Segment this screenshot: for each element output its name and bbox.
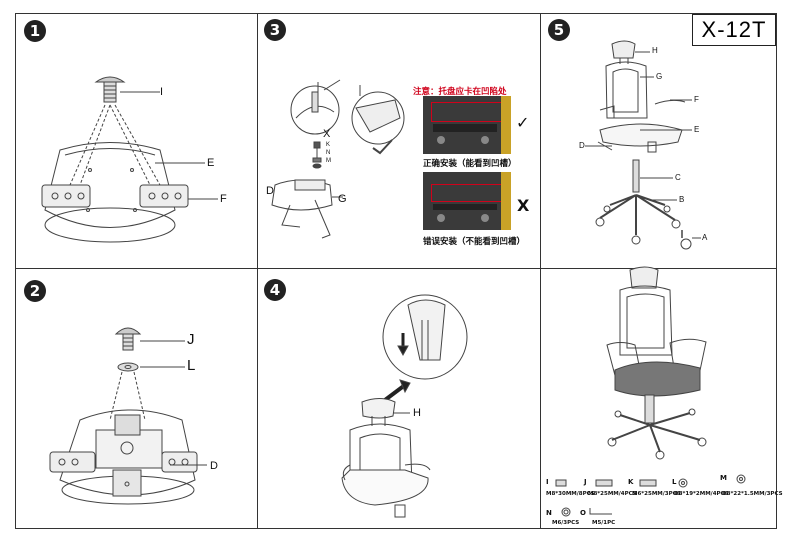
correct-install-photo	[423, 96, 511, 154]
part-i: I	[546, 478, 549, 486]
label-e5: E	[694, 125, 700, 134]
part-n: N	[546, 509, 552, 517]
part-k: K	[628, 478, 634, 486]
label-b5: B	[679, 195, 685, 204]
part-m: M	[720, 474, 727, 482]
panel4-drawing	[341, 294, 468, 518]
step-number-3: 3	[264, 19, 286, 41]
step-number-2: 2	[24, 280, 46, 302]
part-o-spec: M5/1PC	[592, 520, 616, 526]
part-l: L	[672, 478, 677, 486]
part-j: J	[584, 478, 587, 486]
label-m: M	[326, 158, 331, 164]
panel1-drawing	[41, 76, 218, 243]
label-f: F	[220, 193, 227, 205]
label-c5: C	[675, 173, 681, 182]
divider	[15, 268, 777, 269]
wrong-mark: X	[517, 196, 530, 215]
label-d: D	[210, 460, 218, 472]
label-x: X	[323, 128, 331, 140]
label-k: K	[326, 142, 331, 148]
divider	[540, 13, 541, 529]
panel3-drawing	[271, 79, 405, 239]
step-number-4: 4	[264, 279, 286, 301]
part-l-spec: Φ8*19*2MM/4PCS	[674, 491, 729, 497]
install-note: 注意：托盘应卡在凹陷处	[413, 87, 507, 97]
label-l: L	[187, 357, 196, 374]
divider	[257, 13, 258, 529]
model-number: X-12T	[692, 14, 776, 46]
part-k-spec: M6*25MM/3PCS	[632, 491, 681, 497]
panel2-drawing	[49, 327, 207, 505]
label-a5: A	[702, 233, 708, 242]
step-number-5: 5	[548, 19, 570, 41]
label-n: N	[326, 150, 331, 156]
label-d5: D	[579, 141, 585, 150]
part-j-spec: M8*25MM/4PCS	[588, 491, 637, 497]
label-e: E	[207, 157, 215, 169]
label-j: J	[187, 331, 195, 348]
label-h5: H	[652, 46, 658, 55]
part-i-spec: M8*30MM/8PCS	[546, 491, 595, 497]
label-g3: G	[338, 193, 347, 205]
panel5-drawing	[585, 40, 701, 250]
correct-mark: ✓	[516, 113, 530, 132]
step-number-1: 1	[24, 20, 46, 42]
wrong-caption: 错误安装（不能看到凹槽）	[423, 237, 526, 247]
wrong-install-photo	[423, 172, 511, 230]
label-f5: F	[694, 95, 699, 104]
parts-list-icons	[555, 474, 746, 517]
part-n-spec: M6/3PCS	[552, 520, 580, 526]
part-m-spec: Φ8*22*1.5MM/3PCS	[722, 491, 783, 497]
finished-chair-drawing	[606, 266, 707, 460]
instruction-sheet	[15, 13, 777, 529]
label-d3: D	[266, 185, 274, 197]
correct-caption: 正确安装（能看到凹槽）	[423, 159, 517, 169]
label-i: I	[160, 86, 164, 98]
part-o: O	[580, 509, 586, 517]
label-h4: H	[413, 407, 421, 419]
label-g5: G	[656, 72, 663, 81]
